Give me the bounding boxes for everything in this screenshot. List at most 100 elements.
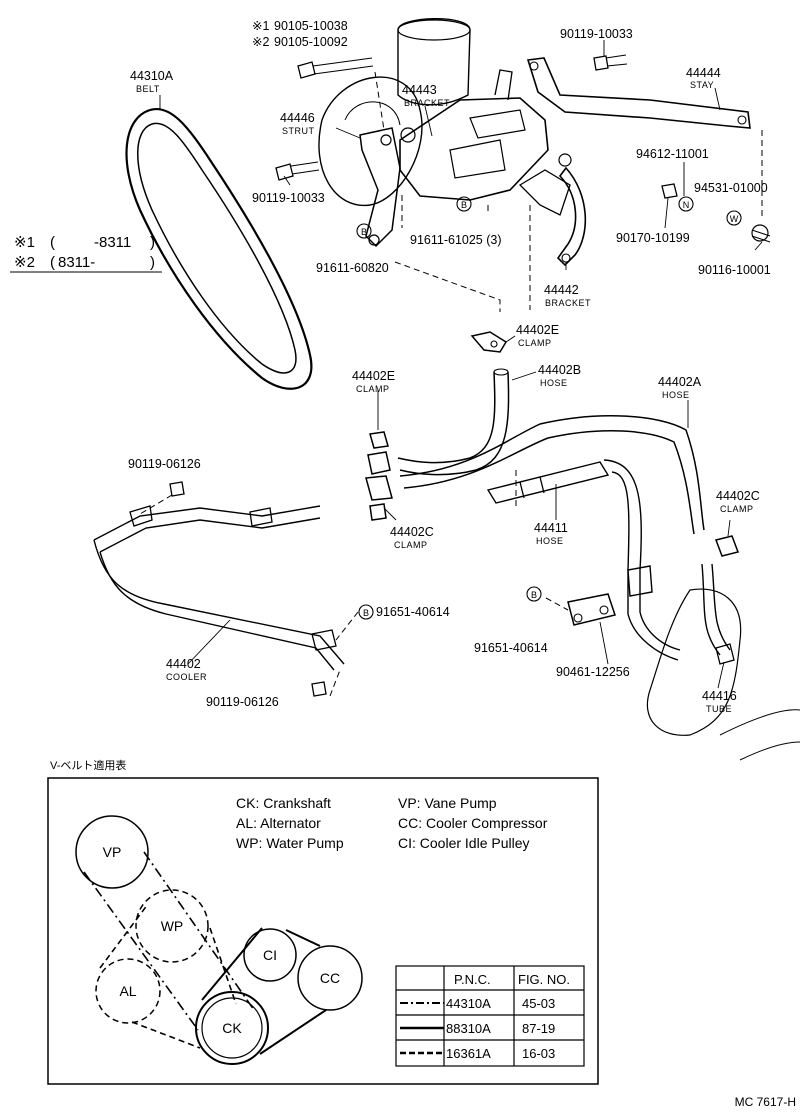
applicability-mark-1: ※1 (14, 234, 35, 251)
callout-mark: ※2 (252, 35, 269, 49)
parts-illustration: B B B B N W ※1 (10, 18, 800, 761)
stay-44444 (526, 57, 751, 129)
table-row: 16361A 16-03 (400, 1046, 555, 1061)
bracket-44443 (399, 69, 572, 216)
callout-number: 90461-12256 (556, 665, 630, 679)
applicability-range-2: 8311- (58, 254, 95, 271)
tube-44416 (701, 563, 735, 665)
callout-number: 44402 (166, 657, 201, 671)
callout-caption: BRACKET (404, 98, 450, 108)
strut-44446 (359, 127, 401, 248)
callout-number: 90105-10092 (274, 35, 348, 49)
pulley-legend: CK: Crankshaft AL: Alternator WP: Water … (236, 795, 548, 851)
callout-caption: STRUT (282, 126, 315, 136)
marker-n-letter: N (683, 200, 690, 210)
drawing-code: MC 7617-H (735, 1095, 796, 1109)
callout-number: 44416 (702, 689, 737, 703)
callout-number: 44402B (538, 363, 581, 377)
applicability-open-1: ( (50, 234, 55, 251)
fig-header: FIG. NO. (518, 972, 570, 987)
v-belt-table-title: V-ベルト適用表 (50, 758, 126, 772)
callout-number: 44446 (280, 111, 315, 125)
marker-b-letter: B (461, 200, 467, 210)
callout-caption: STAY (690, 80, 714, 90)
callout-caption: HOSE (536, 536, 564, 546)
legend-al: AL: Alternator (236, 815, 321, 831)
pulley-ci-label: CI (263, 947, 277, 963)
applicability-open-2: ( (50, 254, 55, 271)
pulleys: VP WP AL CK CI CC (75, 815, 363, 1065)
pulley-ck-label: CK (222, 1020, 242, 1036)
pulley-wp-label: WP (161, 918, 184, 934)
belt-44310a (125, 107, 313, 390)
callout-number: 44402A (658, 375, 702, 389)
fig-cell: 45-03 (522, 996, 555, 1011)
marker-b-letter: B (361, 227, 367, 237)
callout-caption: CLAMP (518, 338, 552, 348)
pulley-cc-label: CC (320, 970, 340, 986)
applicability-close-1: ) (150, 234, 155, 251)
applicability-mark-2: ※2 (14, 254, 35, 271)
callout-number: 44411 (534, 521, 568, 535)
pulley-vp: VP (75, 815, 149, 889)
callout-number: 90119-06126 (206, 695, 279, 709)
callout-number: 90105-10038 (274, 19, 348, 33)
applicability-note: ※1 ( -8311 ) ※2 ( 8311- ) (10, 234, 162, 273)
callout-number: 44444 (686, 66, 721, 80)
markers: B B B B N W (356, 196, 742, 620)
v-belt-table: V-ベルト適用表 CK: Crankshaft AL: Alternator W… (47, 758, 599, 1085)
callout-number: 90119-10033 (560, 27, 633, 41)
callout-number: 94612-11001 (636, 147, 709, 161)
callout-number: 91651-40614 (376, 605, 450, 619)
fig-cell: 16-03 (522, 1046, 555, 1061)
legend-ck: CK: Crankshaft (236, 795, 331, 811)
callout-caption: HOSE (662, 390, 690, 400)
callout-number: 90116-10001 (698, 263, 771, 277)
callout-labels: ※1 90105-10038 ※2 90105-10092 90119-1003… (128, 19, 771, 714)
hose-44411 (486, 459, 681, 661)
callout-number: 44310A (130, 69, 174, 83)
engine-outline (646, 588, 800, 761)
cooler-44402 (93, 505, 345, 671)
leader-lines (159, 40, 763, 689)
callout-number: 44442 (544, 283, 579, 297)
callout-number: 91611-60820 (316, 261, 389, 275)
applicability-close-2: ) (150, 254, 155, 271)
callout-number: 44402C (716, 489, 760, 503)
legend-ci: CI: Cooler Idle Pulley (398, 835, 530, 851)
hose-44402a (399, 415, 705, 535)
callout-number: 44402C (390, 525, 434, 539)
marker-b: B (456, 196, 472, 212)
callout-number: 90119-10033 (252, 191, 325, 205)
marker-b-letter: B (531, 590, 537, 600)
clamps-44402e (367, 331, 508, 475)
pulley-vp-label: VP (103, 844, 122, 860)
pulley-al: AL (95, 958, 161, 1024)
callout-number: 91651-40614 (474, 641, 548, 655)
marker-w-letter: W (730, 214, 739, 224)
callout-caption: HOSE (540, 378, 568, 388)
legend-cc: CC: Cooler Compressor (398, 815, 548, 831)
callout-caption: CLAMP (394, 540, 428, 550)
table-row: 88310A 87-19 (400, 1021, 555, 1036)
bracket-44442 (556, 166, 587, 267)
pnc-cell: 88310A (446, 1021, 491, 1036)
marker-w: W (726, 210, 742, 226)
callout-number: 44402E (352, 369, 395, 383)
clamps-44402c (365, 475, 739, 626)
callout-caption: BELT (136, 84, 160, 94)
pulley-wp: WP (135, 889, 209, 963)
callout-number: 91611-61025 (3) (410, 233, 502, 247)
fig-cell: 87-19 (522, 1021, 555, 1036)
callout-number: 44443 (402, 83, 437, 97)
legend-vp: VP: Vane Pump (398, 795, 497, 811)
callout-caption: CLAMP (356, 384, 390, 394)
callout-caption: CLAMP (720, 504, 754, 514)
legend-wp: WP: Water Pump (236, 835, 344, 851)
pulley-al-label: AL (119, 983, 136, 999)
pnc-table: P.N.C. FIG. NO. 44310A 45-03 88310A 87-1… (395, 965, 585, 1067)
marker-b: B (356, 223, 372, 239)
pump-reservoir (318, 18, 471, 207)
marker-n: N (678, 196, 694, 212)
